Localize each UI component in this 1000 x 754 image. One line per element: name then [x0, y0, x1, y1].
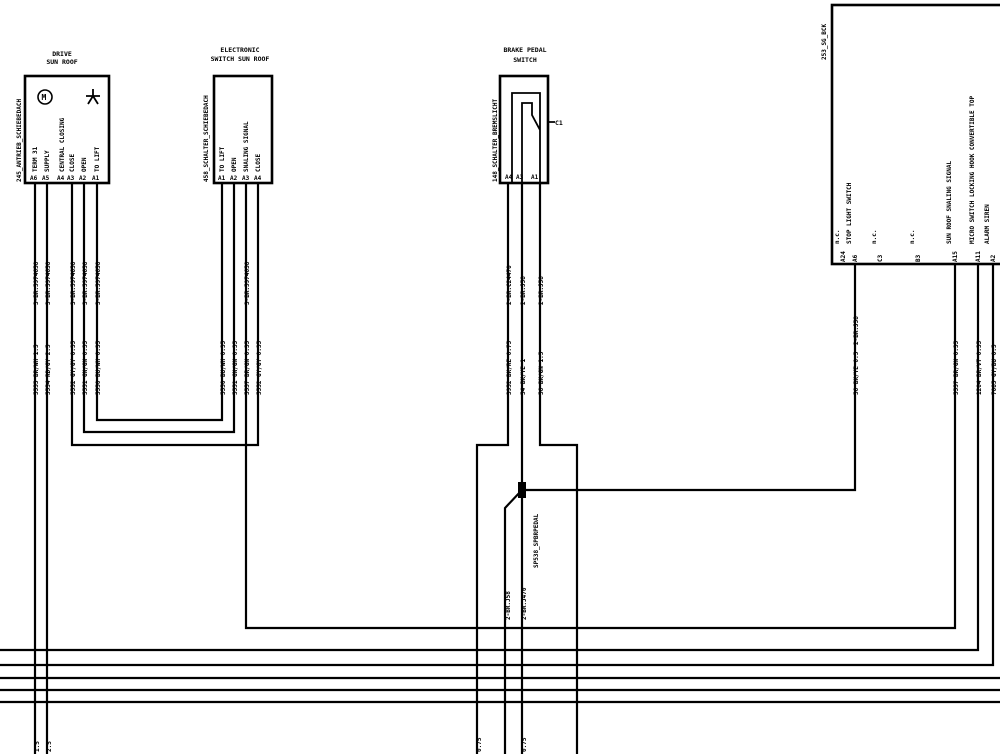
splice-conn-2: 2-BR.J470: [521, 587, 528, 620]
wire-connector-label: 2-BR.J58: [520, 276, 527, 305]
wire-label: 3952 BK/RE 0.75: [506, 340, 513, 395]
control-pin-function: ALARM SIREN: [984, 204, 991, 244]
brake-pin: A3: [516, 174, 524, 181]
control-pin-function: n.c.: [871, 230, 878, 244]
drive-pin-function: SUPPLY: [44, 150, 51, 172]
wire-connector-label: 3-BR.5974658: [70, 261, 77, 305]
control-pin-function: n.c.: [834, 230, 841, 244]
brake-pin: A4: [505, 174, 513, 181]
bottom-label: 0.75: [521, 737, 528, 752]
brake-title-1: BRAKE PEDAL: [503, 46, 546, 54]
brake-title-2: SWITCH: [513, 56, 537, 64]
wire-label: 1204 BR/VT 0.35: [976, 340, 983, 395]
bottom-label: 0.75: [476, 737, 483, 752]
wire-connector-label: 3-BR.5974658: [244, 261, 251, 305]
sun-icon: [86, 89, 100, 105]
drive-pin: A1: [92, 175, 100, 182]
drive-pin: A3: [67, 175, 75, 182]
drive-pin-function: CLOSE: [69, 154, 76, 172]
drive-pin-function: TERM 31: [32, 146, 39, 172]
control-pin-function: STOP LIGHT SWITCH: [846, 182, 853, 244]
wire-label: 5557 BR/GN 0.35: [244, 340, 251, 395]
control-pin: A11: [975, 251, 982, 262]
splice-label: SP538_SPBRPEDAL: [533, 513, 540, 568]
drive-pin: A6: [30, 175, 38, 182]
switch-ref: 458_SCHALTER_SCHIEBEDACH: [203, 95, 210, 182]
splice-conn-1: 2-BR.J58: [505, 591, 512, 620]
switch-pin: A1: [218, 175, 226, 182]
brake-pedal-switch-component: BRAKE PEDAL SWITCH 148_SCHALTER_BREMSLIC…: [492, 46, 563, 185]
drive-title-2: SUN ROOF: [46, 58, 77, 66]
wire-label: 5551 GN/GN 0.35: [82, 340, 89, 395]
brake-box: [498, 74, 550, 185]
brake-terminal: C1: [555, 119, 563, 127]
switch-title-2: SWITCH SUN ROOF: [211, 55, 270, 63]
control-pin: B3: [915, 254, 922, 262]
switch-box: [212, 74, 274, 185]
control-unit-component: 253_SG_BCK A24 n.c. A6 STOP LIGHT SWITCH C3 n…: [821, 3, 1000, 266]
drive-pin-function: CENTRAL CLOSING: [59, 117, 66, 172]
control-pin-function: MICRO SWITCH LOCKING HOOK CONVERTIBLE TO…: [969, 96, 976, 244]
switch-pin-function: TO LIFT: [219, 146, 226, 172]
control-pin: A24: [840, 251, 847, 262]
switch-pin: A3: [242, 175, 250, 182]
drive-sun-roof-component: DRIVE SUN ROOF 245_ANTRIEB_SCHIEBEDACH M…: [16, 50, 111, 185]
control-pin: A6: [852, 254, 859, 262]
switch-title-1: ELECTRONIC: [220, 46, 259, 54]
drive-title-1: DRIVE: [52, 50, 72, 58]
switch-pin: A2: [230, 175, 238, 182]
switch-pin-function: SNALING SIGNAL: [243, 121, 250, 172]
drive-pin-function: TO LIFT: [94, 146, 101, 172]
wire-label: 56 BK/YE 0.5: [853, 351, 860, 395]
drive-pin-function: OPEN: [81, 157, 88, 172]
control-ref: 253_SG_BCK: [821, 23, 828, 60]
wire-label: 5557 BR/GN 0.35: [953, 340, 960, 395]
wires: [0, 183, 1000, 754]
wire-label: 5550 BU/WH 0.35: [95, 340, 102, 395]
switch-pin-function: CLOSE: [255, 154, 262, 172]
wire-connector-label: 2-BR.J58: [538, 276, 545, 305]
motor-icon-letter: M: [42, 93, 47, 102]
wire-label: 5555 BR/WH 1.5: [33, 344, 40, 395]
wire-label: 5552 GY/GY 0.35: [70, 340, 77, 395]
drive-box: [23, 74, 111, 185]
wire-connector-label: 3-BR.5974658: [33, 261, 40, 305]
brake-pin: A1: [531, 174, 539, 181]
drive-pin: A2: [79, 175, 87, 182]
wire-connector-label: 3-BR.5974658: [45, 261, 52, 305]
control-box: [830, 3, 1000, 266]
drive-pin: A4: [57, 175, 65, 182]
control-pin: C3: [877, 254, 884, 262]
wire-label: 5554 RD/GY 2.5: [45, 344, 52, 395]
wire-label: 5552 GY/GY 0.35: [256, 340, 263, 395]
brake-switch-contact: [511, 92, 555, 183]
control-pin-function: SUN ROOF SNALING SIGNAL: [946, 161, 953, 244]
splice-point: [518, 482, 526, 498]
bottom-label: 2.5: [46, 741, 53, 752]
wire-connector-label: 3-BR.5974658: [82, 261, 89, 305]
drive-ref: 245_ANTRIEB_SCHIEBEDACH: [16, 99, 23, 182]
wire-label: 56 BK/GN 1.5: [538, 351, 545, 395]
motor-icon: [37, 89, 53, 105]
bottom-label: 1.5: [34, 741, 41, 752]
brake-ref: 148_SCHALTER_BREMSLICHT: [492, 99, 499, 182]
wire-label: 7085 GY/BU 0.5: [991, 344, 998, 395]
wire-connector-label: 3-BR.5974658: [95, 261, 102, 305]
control-pin: A2: [990, 254, 997, 262]
control-pin: A15: [952, 251, 959, 262]
electronic-switch-component: ELECTRONIC SWITCH SUN ROOF 458_SCHALTER_…: [203, 46, 274, 185]
wire-label: 5550 BU/WH 0.35: [220, 340, 227, 395]
wire-label: 54 BK/YE 1: [520, 358, 527, 395]
wire-connector-label: 2-BR.J58: [853, 316, 860, 345]
switch-pin-function: OPEN: [231, 157, 238, 172]
switch-pin: A4: [254, 175, 262, 182]
drive-pin: A5: [42, 175, 50, 182]
control-pin-function: n.c.: [909, 230, 916, 244]
wire-connector-label: 2-BR.C24470: [506, 265, 513, 305]
wire-label: 5551 GN/GN 0.35: [232, 340, 239, 395]
